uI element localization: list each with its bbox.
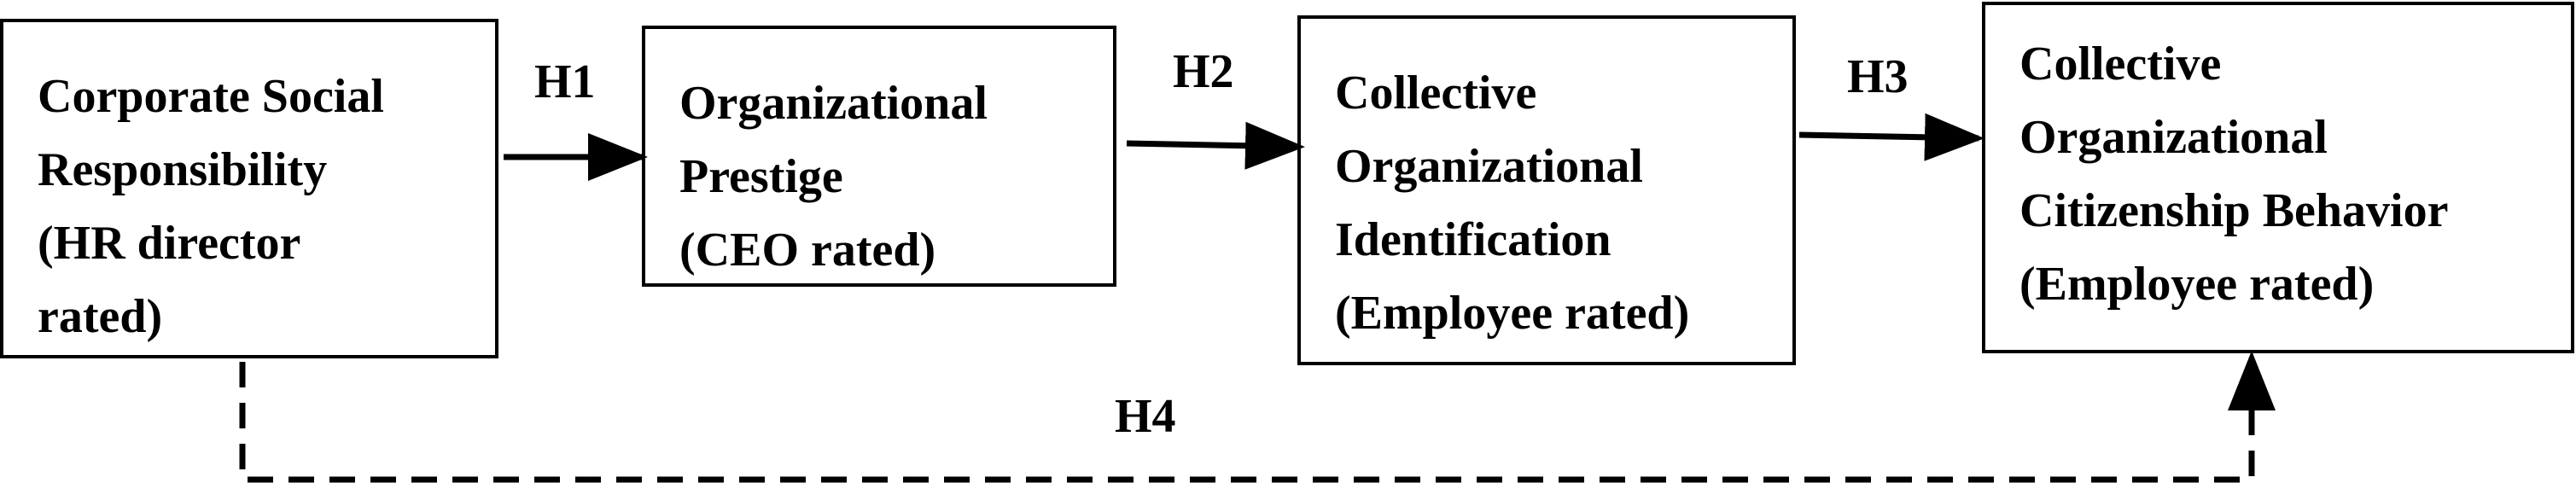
node-label-line: Organizational — [1335, 140, 1643, 193]
node-label-line: Collective — [1335, 67, 1537, 119]
node-label-line: Identification — [1335, 213, 1611, 266]
edge-h3-arrow — [1798, 113, 1984, 161]
edge-label-h4: H4 — [1115, 390, 1176, 443]
node-label-line: (CEO rated) — [679, 224, 936, 276]
edge-h4-dashed-arrow — [239, 351, 2276, 483]
node-label-line: Citizenship Behavior — [2019, 184, 2449, 237]
node-collective-organizational-identification: Collective Organizational Identification… — [1297, 15, 1796, 365]
node-corporate-social-responsibility: Corporate Social Responsibility (HR dire… — [0, 19, 498, 358]
node-collective-organizational-citizenship-behavior: Collective Organizational Citizenship Be… — [1982, 2, 2574, 353]
node-label-line: (HR director — [38, 217, 301, 270]
edge-label-h1: H1 — [534, 55, 596, 108]
edge-h2-arrow — [1126, 121, 1305, 170]
edge-label-h2: H2 — [1173, 45, 1234, 98]
node-label-line: Organizational — [679, 77, 988, 130]
node-label-line: Prestige — [679, 150, 843, 203]
node-label-line: Collective — [2019, 38, 2222, 90]
node-label-line: rated) — [38, 290, 163, 343]
edge-label-h3: H3 — [1847, 50, 1909, 103]
node-label-line: Organizational — [2019, 111, 2328, 164]
node-label-line: Corporate Social — [38, 70, 384, 123]
node-organizational-prestige: Organizational Prestige (CEO rated) — [642, 26, 1116, 287]
node-label-line: Responsibility — [38, 143, 328, 196]
node-label-line: (Employee rated) — [1335, 287, 1690, 340]
node-label-line: (Employee rated) — [2019, 258, 2375, 311]
